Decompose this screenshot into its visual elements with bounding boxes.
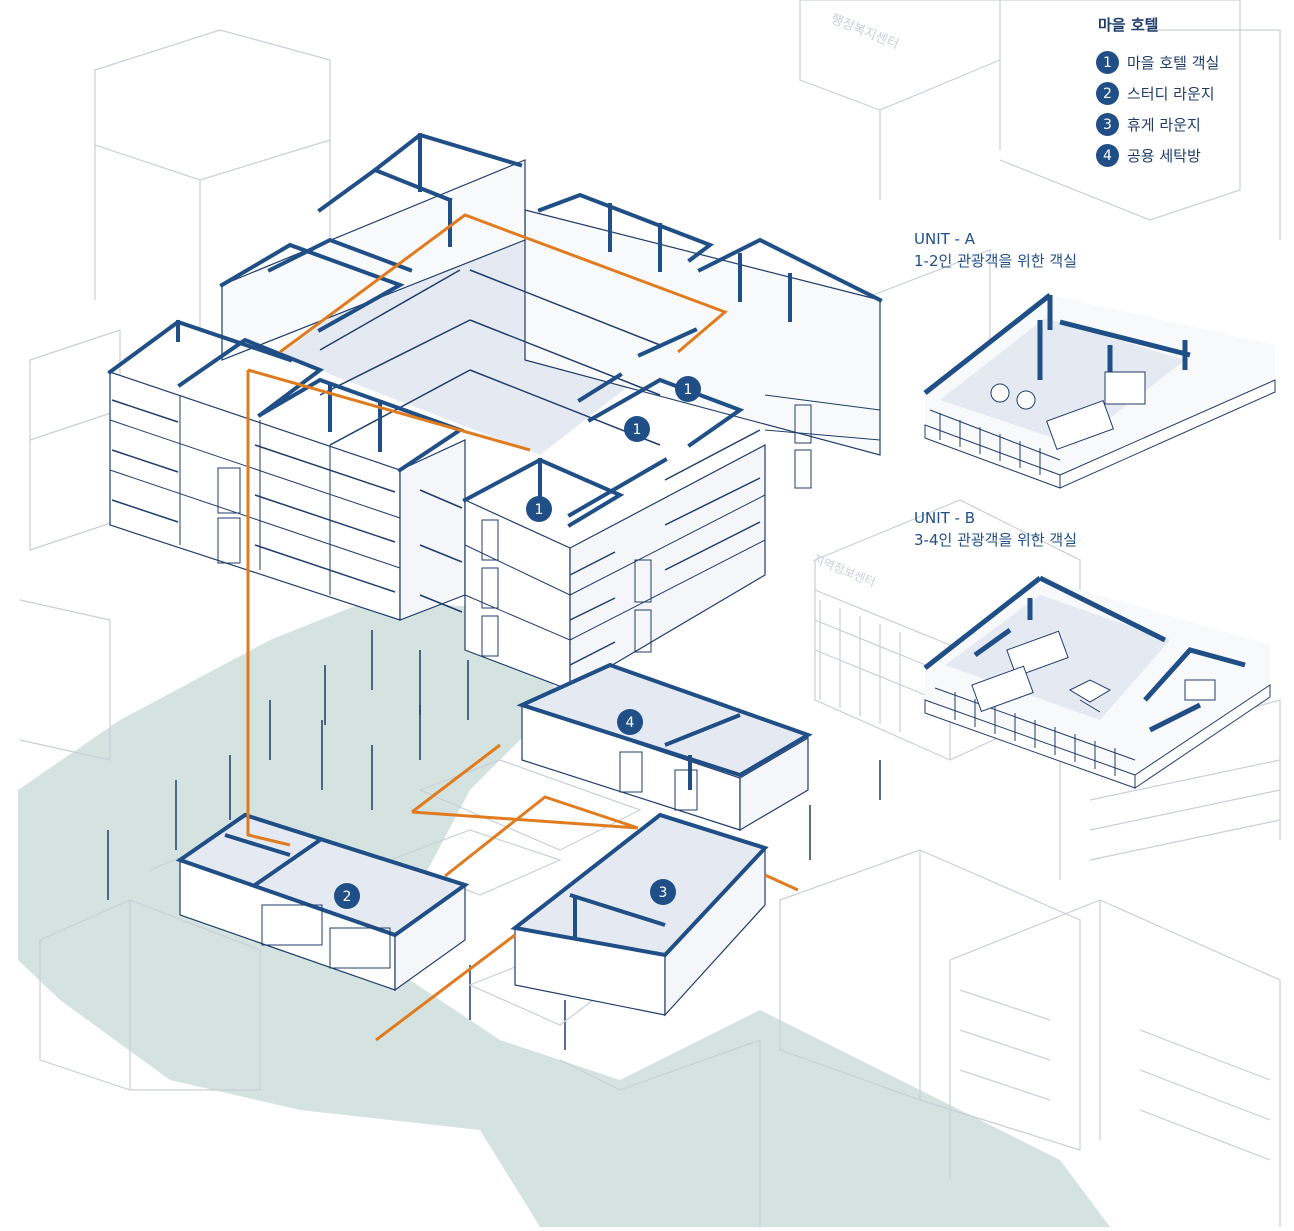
marker-laundry: 4 [617, 709, 643, 735]
number-badge: 2 [1096, 82, 1119, 105]
svg-text:4: 4 [626, 715, 635, 731]
unit-a-subtitle: 1-2인 관광객을 위한 객실 [914, 252, 1078, 270]
sign-admin-center: 행정복지센터 [829, 11, 902, 53]
legend-item: 1 마을 호텔 객실 [1096, 47, 1286, 78]
svg-text:1: 1 [535, 502, 544, 518]
unit-b-subtitle: 3-4인 관광객을 위한 객실 [914, 531, 1078, 549]
unit-a-plan [923, 293, 1276, 489]
number-badge: 3 [1096, 113, 1119, 136]
legend-item: 2 스터디 라운지 [1096, 78, 1286, 109]
legend-label: 휴게 라운지 [1127, 116, 1201, 134]
unit-a-label: UNIT - A 1-2인 관광객을 위한 객실 [914, 228, 1077, 272]
number-badge: 4 [1096, 144, 1119, 167]
number-badge: 1 [1096, 51, 1119, 74]
legend-item: 4 공용 세탁방 [1096, 140, 1286, 171]
marker-rest-lounge: 3 [650, 879, 676, 905]
unit-b-plan [923, 575, 1271, 789]
legend-title: 마을 호텔 [1098, 16, 1159, 34]
marker-room-1a: 1 [675, 376, 701, 402]
svg-text:1: 1 [684, 382, 693, 398]
top-floor-walls [107, 132, 883, 528]
svg-text:2: 2 [343, 889, 352, 905]
legend-label: 공용 세탁방 [1127, 147, 1201, 165]
svg-text:3: 3 [659, 885, 668, 901]
legend-label: 마을 호텔 객실 [1127, 54, 1220, 72]
unit-a-title: UNIT - A [914, 230, 975, 248]
legend-item: 3 휴게 라운지 [1096, 109, 1286, 140]
circulation-route [246, 213, 799, 1042]
annex-rest [510, 812, 769, 1017]
marker-room-1b: 1 [624, 416, 650, 442]
unit-b-title: UNIT - B [914, 509, 976, 527]
unit-b-label: UNIT - B 3-4인 관광객을 위한 객실 [914, 507, 1077, 551]
sign-info-center: 지역정보센터 [811, 552, 878, 590]
svg-text:1: 1 [633, 422, 642, 438]
columns [107, 630, 881, 1050]
marker-room-1c: 1 [526, 496, 552, 522]
legend-label: 스터디 라운지 [1127, 85, 1215, 103]
marker-study-lounge: 2 [334, 883, 360, 909]
annex-laundry [516, 662, 813, 832]
annex-study [175, 812, 470, 992]
legend: 마을 호텔 1 마을 호텔 객실 2 스터디 라운지 3 휴게 라운지 4 공용… [1096, 10, 1286, 171]
